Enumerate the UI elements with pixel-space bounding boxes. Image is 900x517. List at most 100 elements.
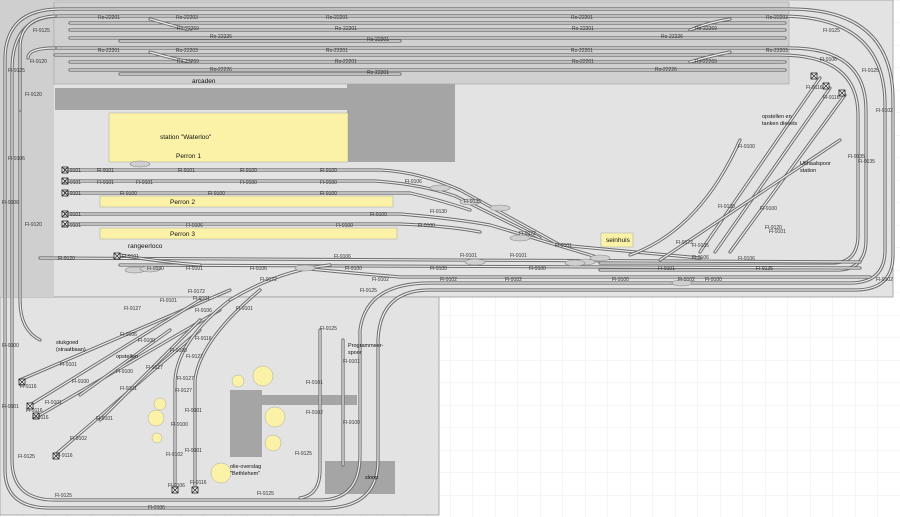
track-number: Fl-9125 bbox=[295, 451, 312, 457]
track-number: Fl-9101 bbox=[97, 168, 114, 174]
track-number: Ro-22201 bbox=[571, 15, 593, 21]
track-number: Fl-9106 bbox=[738, 256, 755, 262]
track-segment-inner bbox=[4, 8, 894, 509]
track-number: Ro-22226 bbox=[210, 34, 232, 40]
track-number: Fl-9101 bbox=[45, 400, 62, 406]
track-number: Fl-9135 bbox=[756, 266, 773, 272]
stukgoed-label: stukgoed(straatbaan) bbox=[56, 340, 86, 353]
track-number: Fl-9116 bbox=[190, 480, 207, 486]
track-number: Fl-9101 bbox=[64, 168, 81, 174]
track-number: Fl-9100 bbox=[370, 212, 387, 218]
track-number: Fl-9116 bbox=[20, 384, 37, 390]
track-number: Fl-9125 bbox=[320, 326, 337, 332]
oil-tank bbox=[231, 374, 245, 388]
track-segment-inner bbox=[174, 299, 231, 491]
descriptive-labels: arcaden station "Waterloo" Perron 1 Perr… bbox=[56, 78, 831, 481]
track-number: Fl-9100 bbox=[138, 338, 155, 344]
hidden-yard-board bbox=[53, 1, 790, 85]
track-number: Ro-22201 bbox=[98, 48, 120, 54]
track-segment-inner bbox=[19, 15, 56, 111]
track-segment-inner bbox=[19, 47, 41, 341]
perron-1-label: Perron 1 bbox=[176, 153, 201, 160]
track-number: Fl-9172 bbox=[260, 277, 277, 283]
track-number: Fl-9106 bbox=[692, 255, 709, 261]
buffer-stop bbox=[18, 378, 26, 386]
track-number: Fl-9101 bbox=[658, 266, 675, 272]
oil-tank bbox=[252, 365, 274, 387]
track-number: Fl-9125 bbox=[33, 28, 50, 34]
buffer-stop bbox=[61, 166, 69, 174]
track-number: Ro-22269 bbox=[177, 26, 199, 32]
track-number: Fl-9172 bbox=[188, 289, 205, 295]
track-number: Fl-9102 bbox=[678, 277, 695, 283]
oil-tank bbox=[264, 434, 282, 452]
track-number: Fl-9172 bbox=[519, 231, 536, 237]
track-segment-inner bbox=[64, 180, 541, 239]
track-number: Fl-9100 bbox=[612, 277, 629, 283]
track-number: Fl-9106 bbox=[405, 179, 422, 185]
buffer-stop bbox=[52, 452, 60, 460]
arcaden-building bbox=[55, 88, 353, 110]
track-segment-inner bbox=[11, 15, 886, 501]
track-segment-inner bbox=[64, 169, 701, 259]
track-number: Fl-9101 bbox=[185, 448, 202, 454]
track-numbers: Ro-22201 Ro-22203 Ro-22201 Ro-22201 Ro-2… bbox=[2, 15, 893, 511]
buffer-stop bbox=[810, 72, 818, 80]
track-number: Fl-9100 bbox=[171, 422, 188, 428]
track-number: Fl-9116 bbox=[823, 95, 840, 101]
track-number: Fl-9106 bbox=[195, 308, 212, 314]
track-number: Fl-9116 bbox=[195, 336, 212, 342]
track-number: Fl-9101 bbox=[64, 212, 81, 218]
track-number: Ro-22201 bbox=[326, 48, 348, 54]
track-number: Fl-9101 bbox=[97, 180, 114, 186]
track-number: Fl-9100 bbox=[705, 277, 722, 283]
buffer-stop bbox=[61, 189, 69, 197]
track-number: Ro-22201 bbox=[98, 15, 120, 21]
track-number: Fl-9101 bbox=[236, 306, 253, 312]
track-number: Fl-9100 bbox=[116, 369, 133, 375]
track-segment-inner bbox=[39, 257, 861, 263]
track-number: Fl-9125 bbox=[55, 493, 72, 499]
buildings bbox=[55, 84, 455, 494]
track-number: Fl-9106 bbox=[334, 254, 351, 260]
track-number: Fl-9101 bbox=[193, 296, 210, 302]
track-segment-inner bbox=[194, 289, 261, 491]
turnout-motor bbox=[509, 234, 531, 242]
track-number: Fl-9102 bbox=[70, 436, 87, 442]
station-platform bbox=[108, 112, 349, 163]
track-number: Fl-9106 bbox=[168, 483, 185, 489]
track-number: Fl-9127 bbox=[186, 354, 203, 360]
track-number: Fl-9101 bbox=[510, 253, 527, 259]
track-number: Fl-9100 bbox=[760, 206, 777, 212]
track-number: Ro-22201 bbox=[326, 15, 348, 21]
track-number: Fl-9120 bbox=[25, 92, 42, 98]
programmeer-label: Programmeer-spoor bbox=[348, 343, 384, 356]
track-number: Ro-22201 bbox=[572, 26, 594, 32]
perron-2-label: Perron 2 bbox=[170, 199, 195, 206]
track-number: Fl-9101 bbox=[186, 266, 203, 272]
turnout-motor bbox=[671, 279, 693, 287]
track-number: Fl-9100 bbox=[208, 191, 225, 197]
track-number: Fl-9100 bbox=[240, 168, 257, 174]
track-segment-inner bbox=[54, 47, 867, 271]
track-number: Ro-22269 bbox=[695, 59, 717, 65]
turnout-motor bbox=[294, 264, 316, 272]
track-number: Fl-9125 bbox=[18, 454, 35, 460]
track-number: Fl-9120 bbox=[765, 225, 782, 231]
track-number: Fl-9100 bbox=[430, 266, 447, 272]
track-number: Fl-9101 bbox=[306, 380, 323, 386]
track-segment-inner bbox=[659, 139, 841, 261]
station-hall-building bbox=[347, 84, 455, 162]
track-number: Fl-9101 bbox=[64, 180, 81, 186]
track-number: Fl-9125 bbox=[8, 68, 25, 74]
platforms bbox=[99, 112, 634, 248]
turnout-motor bbox=[489, 204, 511, 212]
turnout-motor bbox=[589, 254, 611, 262]
oil-tank bbox=[151, 432, 163, 444]
buffer-stop bbox=[61, 220, 69, 228]
track-number: Fl-9102 bbox=[440, 277, 457, 283]
oil-tank bbox=[264, 406, 286, 428]
track-segment-inner bbox=[119, 264, 861, 269]
track-number: Fl-9135 bbox=[692, 243, 709, 249]
turnout-motor bbox=[429, 184, 451, 192]
